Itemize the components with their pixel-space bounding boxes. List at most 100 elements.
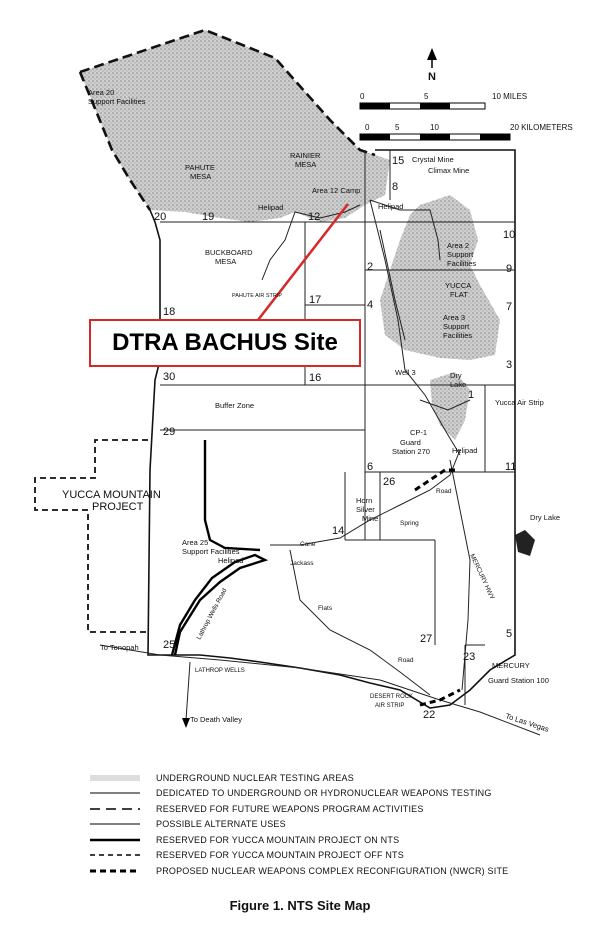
svg-text:PROJECT: PROJECT [92,501,144,513]
svg-text:MERCURY: MERCURY [492,661,530,670]
svg-text:4: 4 [367,299,373,311]
dry-lake-testing-area [430,372,470,440]
svg-text:AIR STRIP: AIR STRIP [375,703,404,709]
svg-text:To Death Valley: To Death Valley [190,715,242,724]
svg-text:MESA: MESA [190,172,211,181]
svg-text:Horn: Horn [356,496,372,505]
svg-text:10: 10 [430,123,439,132]
legend-row: POSSIBLE ALTERNATE USES [88,817,568,833]
svg-text:20: 20 [154,211,166,223]
svg-text:Helipad: Helipad [378,202,403,211]
svg-text:YUCCA MOUNTAIN: YUCCA MOUNTAIN [62,489,161,501]
svg-text:5: 5 [506,628,512,640]
roads [99,199,541,736]
svg-text:Area 25: Area 25 [182,538,208,547]
svg-text:5: 5 [395,123,400,132]
area20-boundary [79,28,376,157]
svg-text:PAHUTE AIR STRIP: PAHUTE AIR STRIP [232,293,282,299]
svg-text:MERCURY HWY: MERCURY HWY [468,553,496,602]
legend-symbol-thick-solid [88,835,148,845]
figure-caption: Figure 1. NTS Site Map [229,898,371,913]
svg-text:19: 19 [202,211,214,223]
legend-label: DEDICATED TO UNDERGROUND OR HYDRONUCLEAR… [156,788,492,799]
legend-row: RESERVED FOR YUCCA MOUNTAIN PROJECT OFF … [88,848,568,864]
svg-text:Silver: Silver [356,505,375,514]
legend-label: RESERVED FOR FUTURE WEAPONS PROGRAM ACTI… [156,803,424,814]
svg-text:Road: Road [398,657,414,664]
svg-text:Well 3: Well 3 [395,368,416,377]
legend-row: UNDERGROUND NUCLEAR TESTING AREAS [88,770,568,786]
nwcr-site-boundary-2 [419,688,461,707]
pahute-mesa-testing-area [80,30,390,222]
svg-text:27: 27 [420,633,432,645]
legend-label: RESERVED FOR YUCCA MOUNTAIN PROJECT ON N… [156,834,400,845]
svg-text:Guard Station 100: Guard Station 100 [488,676,549,685]
svg-text:YUCCA: YUCCA [445,281,471,290]
svg-text:Station 270: Station 270 [392,447,430,456]
svg-text:0: 0 [360,92,365,101]
callout-leader [257,203,349,321]
dtra-bachus-callout: DTRA BACHUS Site [89,319,361,367]
svg-text:10 MILES: 10 MILES [492,92,527,101]
svg-text:CP-1: CP-1 [410,428,427,437]
svg-text:17: 17 [309,294,321,306]
svg-text:MESA: MESA [215,257,236,266]
svg-text:15: 15 [392,155,404,167]
svg-text:BUCKBOARD: BUCKBOARD [205,248,253,257]
svg-text:Mine: Mine [362,514,378,523]
north-arrow: N [427,48,437,83]
legend-row: RESERVED FOR YUCCA MOUNTAIN PROJECT ON N… [88,832,568,848]
area-numbers: 20 19 12 8 15 10 2 9 18 17 4 7 30 16 3 2… [154,155,516,721]
svg-text:Facilities: Facilities [443,331,472,340]
svg-text:LATHROP WELLS: LATHROP WELLS [195,668,245,674]
svg-text:N: N [428,71,436,83]
svg-text:7: 7 [506,301,512,313]
svg-text:Area 2: Area 2 [447,241,469,250]
svg-text:Area 3: Area 3 [443,313,465,322]
svg-text:1: 1 [468,389,474,401]
svg-text:29: 29 [163,426,175,438]
svg-text:Buffer Zone: Buffer Zone [215,401,254,410]
svg-text:Jackass: Jackass [290,560,314,567]
scale-bar: 0 5 10 MILES 0 5 10 20 KILOMETERS [359,92,573,141]
svg-text:Lathrop Wells Road: Lathrop Wells Road [196,587,229,641]
svg-text:8: 8 [392,181,398,193]
svg-text:Yucca Air Strip: Yucca Air Strip [495,398,544,407]
svg-text:PAHUTE: PAHUTE [185,163,215,172]
svg-text:Helipad: Helipad [258,203,283,212]
legend-row: RESERVED FOR FUTURE WEAPONS PROGRAM ACTI… [88,801,568,817]
svg-text:Dry Lake: Dry Lake [530,513,560,522]
yucca-flat-testing-area [380,195,500,360]
svg-text:Road: Road [436,488,452,495]
svg-text:Support Facilities: Support Facilities [182,547,240,556]
legend-label: PROPOSED NUCLEAR WEAPONS COMPLEX RECONFI… [156,865,509,876]
svg-text:23: 23 [463,651,475,663]
nwcr-site-boundary [414,468,455,492]
yucca-mtn-nts-boundary [170,553,269,656]
svg-text:14: 14 [332,525,344,537]
svg-text:FLAT: FLAT [450,290,468,299]
legend-label: POSSIBLE ALTERNATE USES [156,819,286,830]
legend-row: PROPOSED NUCLEAR WEAPONS COMPLEX RECONFI… [88,863,568,879]
svg-text:RAINIER: RAINIER [290,151,321,160]
area20-boundary-left [78,71,152,211]
legend-symbol-short-dash [88,850,148,860]
svg-text:0: 0 [365,123,370,132]
svg-text:MESA: MESA [295,160,316,169]
svg-text:Climax Mine: Climax Mine [428,166,469,175]
map-legend: UNDERGROUND NUCLEAR TESTING AREAS DEDICA… [88,770,568,879]
svg-text:Area 12 Camp: Area 12 Camp [312,186,360,195]
svg-text:30: 30 [163,371,175,383]
svg-text:16: 16 [309,372,321,384]
svg-text:20 KILOMETERS: 20 KILOMETERS [510,123,573,132]
svg-text:6: 6 [367,461,373,473]
svg-text:Lake: Lake [450,380,466,389]
svg-text:Guard: Guard [400,438,421,447]
legend-symbol-thin-solid [88,788,148,798]
svg-text:Crystal Mine: Crystal Mine [412,155,454,164]
legend-symbol-heavy-dash [88,866,148,876]
svg-text:Dry: Dry [450,371,462,380]
callout-label: DTRA BACHUS Site [112,329,338,356]
svg-text:Helipad: Helipad [452,446,477,455]
